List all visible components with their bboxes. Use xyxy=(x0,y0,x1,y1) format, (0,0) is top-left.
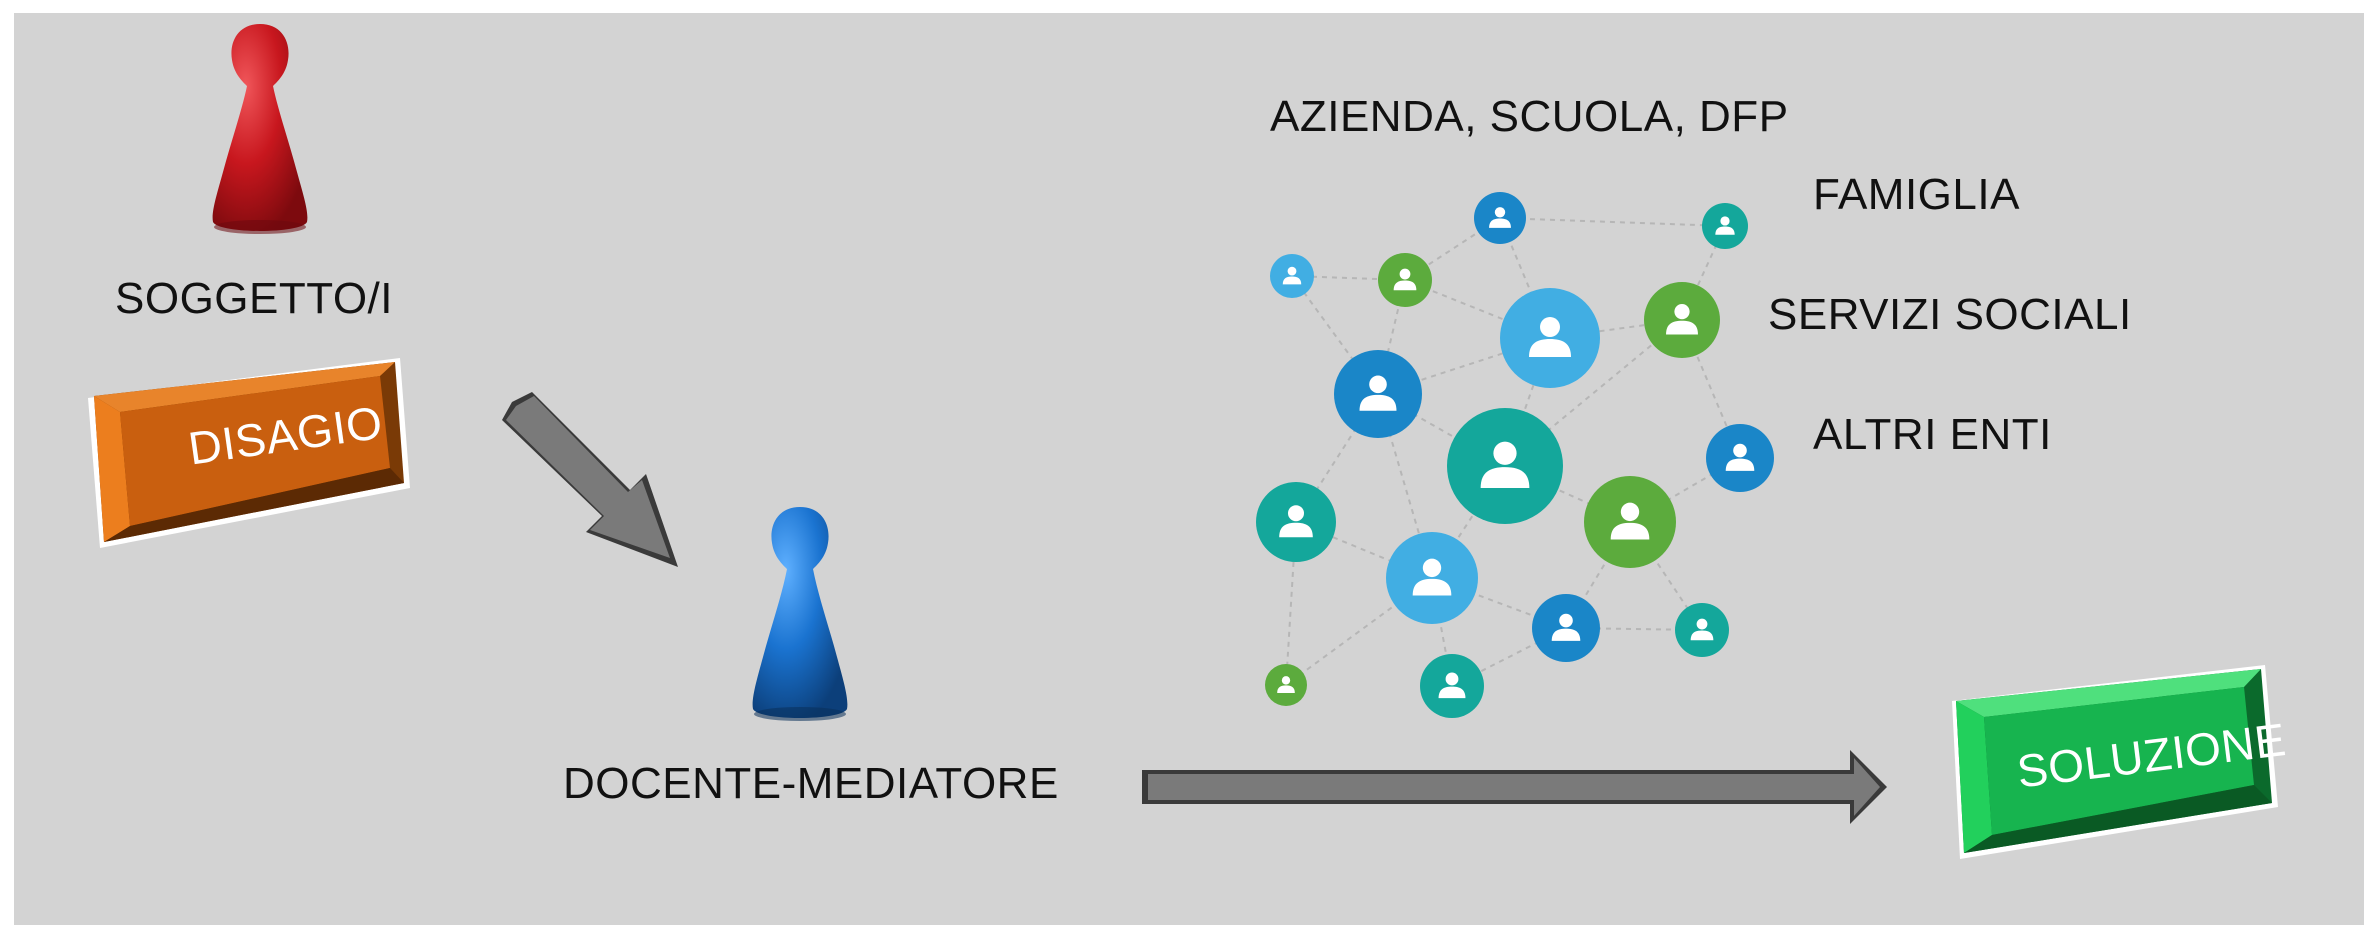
problem-block xyxy=(88,358,410,548)
mediator-label: DOCENTE-MEDIATORE xyxy=(563,759,1059,808)
network-person-node xyxy=(1702,203,1748,249)
network-label-azienda: AZIENDA, SCUOLA, DFP xyxy=(1270,92,1789,141)
arrow-icon xyxy=(1142,750,1887,824)
network-person-node xyxy=(1644,282,1720,358)
blue-pawn-icon xyxy=(752,507,848,721)
network-person-node xyxy=(1265,664,1307,706)
network-link xyxy=(1285,521,1297,686)
network-person-node xyxy=(1256,482,1336,562)
network-person-node xyxy=(1334,350,1422,438)
network-person-node xyxy=(1378,253,1432,307)
network-person-node xyxy=(1420,654,1484,718)
subject-label: SOGGETTO/I xyxy=(115,274,394,323)
network-person-node xyxy=(1675,603,1729,657)
network-label-altri-enti: ALTRI ENTI xyxy=(1813,410,2052,459)
network-person-node xyxy=(1584,476,1676,568)
network-person-node xyxy=(1386,532,1478,624)
red-pawn-icon xyxy=(212,24,308,234)
network-person-node xyxy=(1706,424,1774,492)
network-label-servizi: SERVIZI SOCIALI xyxy=(1768,290,2132,339)
arrow-icon xyxy=(502,392,678,567)
network-person-node xyxy=(1500,288,1600,388)
network-link xyxy=(1499,217,1726,227)
network-person-node xyxy=(1447,408,1563,524)
network-label-famiglia: FAMIGLIA xyxy=(1813,170,2020,219)
solution-block xyxy=(1952,665,2278,859)
network-link xyxy=(1681,225,1726,321)
network-person-node xyxy=(1532,594,1600,662)
network-person-node xyxy=(1474,192,1526,244)
network-person-node xyxy=(1270,254,1314,298)
